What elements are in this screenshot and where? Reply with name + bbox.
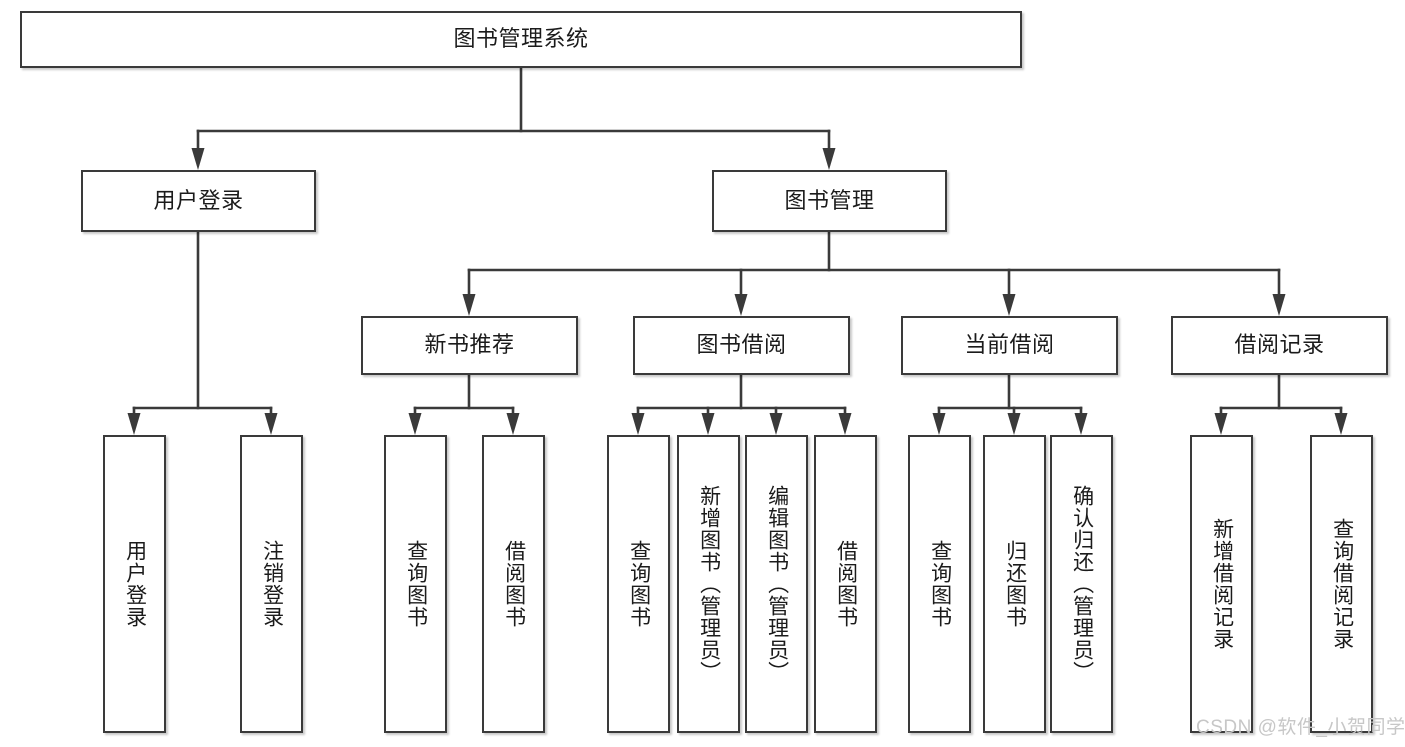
- node-root[interactable]: 图书管理系统: [20, 11, 1022, 68]
- edge-newbook-leaves-arrow-1: [506, 413, 520, 435]
- node-leaf-cur-confirm[interactable]: 确认归还（管理员）: [1050, 435, 1113, 733]
- node-label-leaf-cur-return: 归还图书: [1003, 540, 1027, 628]
- node-label-leaf-bor-query: 查询图书: [627, 540, 651, 628]
- node-label-borrow: 图书借阅: [696, 332, 787, 358]
- edge-login-leaves-arrow-0: [127, 413, 141, 435]
- edge-bookmgmt-children-arrow-1: [734, 294, 748, 316]
- node-label-root: 图书管理系统: [453, 26, 589, 52]
- node-label-leaf-bor-lend: 借阅图书: [834, 540, 858, 628]
- node-leaf-bor-edit[interactable]: 编辑图书（管理员）: [745, 435, 808, 733]
- edge-bookmgmt-children-arrow-3: [1272, 294, 1286, 316]
- edge-records-leaves-arrow-0: [1214, 413, 1228, 435]
- node-label-records: 借阅记录: [1234, 332, 1325, 358]
- node-bookmgmt[interactable]: 图书管理: [712, 170, 947, 232]
- node-login[interactable]: 用户登录: [81, 170, 316, 232]
- node-label-leaf-cur-confirm: 确认归还（管理员）: [1070, 485, 1094, 683]
- edge-borrow-leaves-arrow-0: [631, 413, 645, 435]
- edge-bookmgmt-children-arrow-2: [1002, 294, 1016, 316]
- edge-records-leaves-arrow-1: [1334, 413, 1348, 435]
- node-label-leaf-rec-add: 新增借阅记录: [1210, 518, 1234, 650]
- edge-root-children-arrow-0: [191, 148, 205, 170]
- edge-root-children-arrow-1: [822, 148, 836, 170]
- node-label-leaf-bor-edit: 编辑图书（管理员）: [765, 485, 789, 683]
- node-leaf-rec-add[interactable]: 新增借阅记录: [1190, 435, 1253, 733]
- node-label-leaf-new-query: 查询图书: [404, 540, 428, 628]
- node-newbook[interactable]: 新书推荐: [361, 316, 578, 375]
- node-label-login: 用户登录: [153, 187, 244, 213]
- node-label-leaf-rec-query: 查询借阅记录: [1330, 518, 1354, 650]
- node-borrow[interactable]: 图书借阅: [633, 316, 850, 375]
- node-label-leaf-user-login: 用户登录: [123, 540, 147, 628]
- edge-bookmgmt-children-arrow-0: [462, 294, 476, 316]
- edge-borrow-leaves-arrow-1: [701, 413, 715, 435]
- node-leaf-cur-query[interactable]: 查询图书: [908, 435, 971, 733]
- edge-current-leaves-arrow-2: [1074, 413, 1088, 435]
- edge-login-leaves-arrow-1: [264, 413, 278, 435]
- node-label-leaf-new-borrow: 借阅图书: [502, 540, 526, 628]
- node-leaf-user-login[interactable]: 用户登录: [103, 435, 166, 733]
- node-current[interactable]: 当前借阅: [901, 316, 1118, 375]
- node-records[interactable]: 借阅记录: [1171, 316, 1388, 375]
- edge-newbook-leaves-arrow-0: [408, 413, 422, 435]
- edge-borrow-leaves-arrow-2: [769, 413, 783, 435]
- edge-borrow-leaves-arrow-3: [838, 413, 852, 435]
- node-label-bookmgmt: 图书管理: [784, 187, 875, 213]
- node-leaf-new-query[interactable]: 查询图书: [384, 435, 447, 733]
- node-leaf-user-logout[interactable]: 注销登录: [240, 435, 303, 733]
- edge-current-leaves-arrow-0: [932, 413, 946, 435]
- node-label-leaf-user-logout: 注销登录: [260, 540, 284, 628]
- watermark-label: CSDN @软件_小贺同学: [1196, 717, 1405, 738]
- edge-current-leaves-arrow-1: [1007, 413, 1021, 435]
- node-label-leaf-cur-query: 查询图书: [928, 540, 952, 628]
- node-leaf-new-borrow[interactable]: 借阅图书: [482, 435, 545, 733]
- node-leaf-bor-add[interactable]: 新增图书（管理员）: [677, 435, 740, 733]
- node-label-leaf-bor-add: 新增图书（管理员）: [697, 485, 721, 683]
- node-leaf-bor-lend[interactable]: 借阅图书: [814, 435, 877, 733]
- node-label-current: 当前借阅: [964, 332, 1055, 358]
- node-leaf-cur-return[interactable]: 归还图书: [983, 435, 1046, 733]
- node-leaf-rec-query[interactable]: 查询借阅记录: [1310, 435, 1373, 733]
- node-leaf-bor-query[interactable]: 查询图书: [607, 435, 670, 733]
- node-label-newbook: 新书推荐: [424, 332, 515, 358]
